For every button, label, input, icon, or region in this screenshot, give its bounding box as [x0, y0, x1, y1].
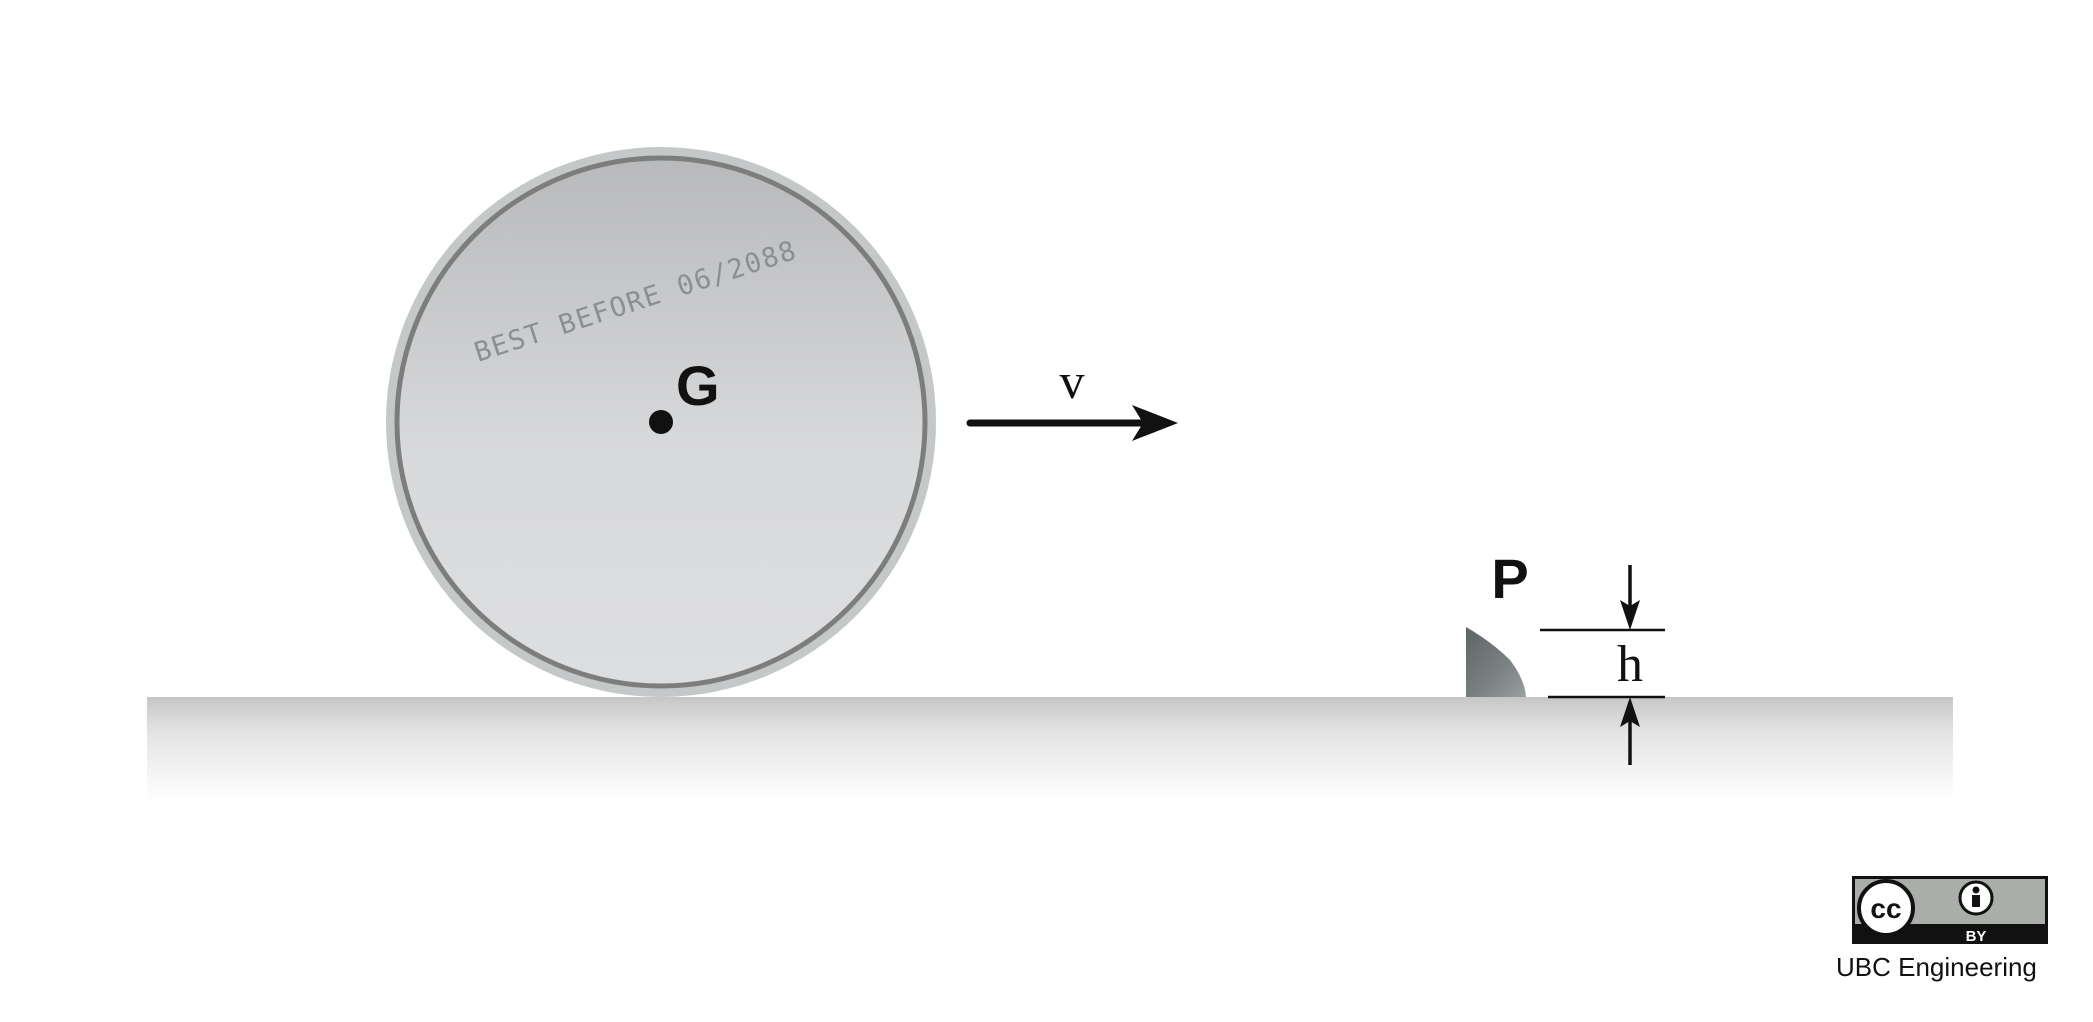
height-dimension: h [1540, 565, 1665, 765]
step-shape [1466, 627, 1526, 697]
by-badge-text: BY [1966, 928, 1987, 945]
license-badge: cc BY [1852, 876, 2048, 945]
center-of-mass-dot [649, 410, 673, 434]
attribution-icon-head [1972, 886, 1980, 894]
cc-icon-text: cc [1870, 893, 1901, 924]
credit-text: UBC Engineering [1836, 952, 2037, 982]
step-obstacle: P [1466, 547, 1529, 697]
height-bottom-arrow-head [1620, 697, 1640, 727]
attribution-icon-body [1972, 895, 1980, 907]
velocity-arrow-head [1132, 405, 1178, 441]
contact-point-label: P [1491, 547, 1528, 610]
velocity-vector: v [966, 353, 1178, 441]
cc-icon [1857, 879, 1915, 937]
ground-surface [147, 697, 1953, 801]
height-top-arrow-head [1620, 600, 1640, 630]
velocity-label: v [1060, 353, 1085, 409]
height-label: h [1617, 636, 1643, 693]
rolling-disk: BEST BEFORE 06/2088 G [386, 147, 936, 697]
center-of-mass-label: G [676, 354, 720, 417]
